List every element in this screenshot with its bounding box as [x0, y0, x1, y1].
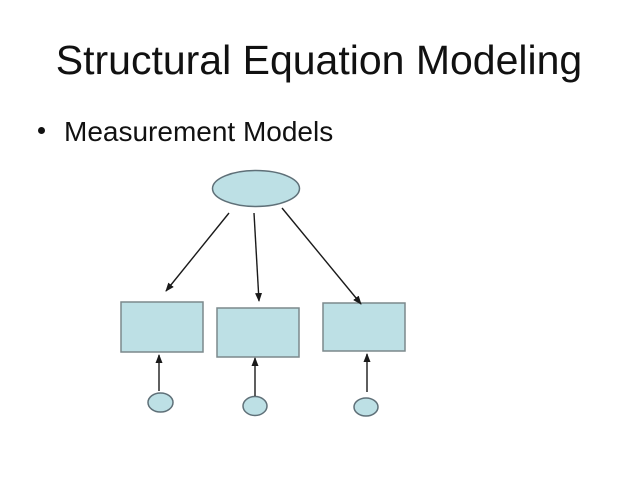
slide-title: Structural Equation Modeling	[55, 37, 583, 83]
loading-arrow-2	[253, 212, 263, 302]
bullet-icon	[38, 127, 45, 134]
latent-factor-ellipse	[211, 169, 301, 208]
indicator-rect-2	[216, 307, 300, 358]
bullet-text: Measurement Models	[64, 116, 334, 147]
indicator-rect-1	[120, 301, 204, 353]
error-term-ellipse-1	[147, 392, 174, 413]
loading-arrow-3	[281, 207, 362, 305]
error-term-ellipse-2	[242, 395, 268, 417]
indicator-rect-3	[322, 302, 406, 352]
loading-arrow-1	[165, 212, 230, 292]
error-term-ellipse-3	[353, 397, 379, 417]
